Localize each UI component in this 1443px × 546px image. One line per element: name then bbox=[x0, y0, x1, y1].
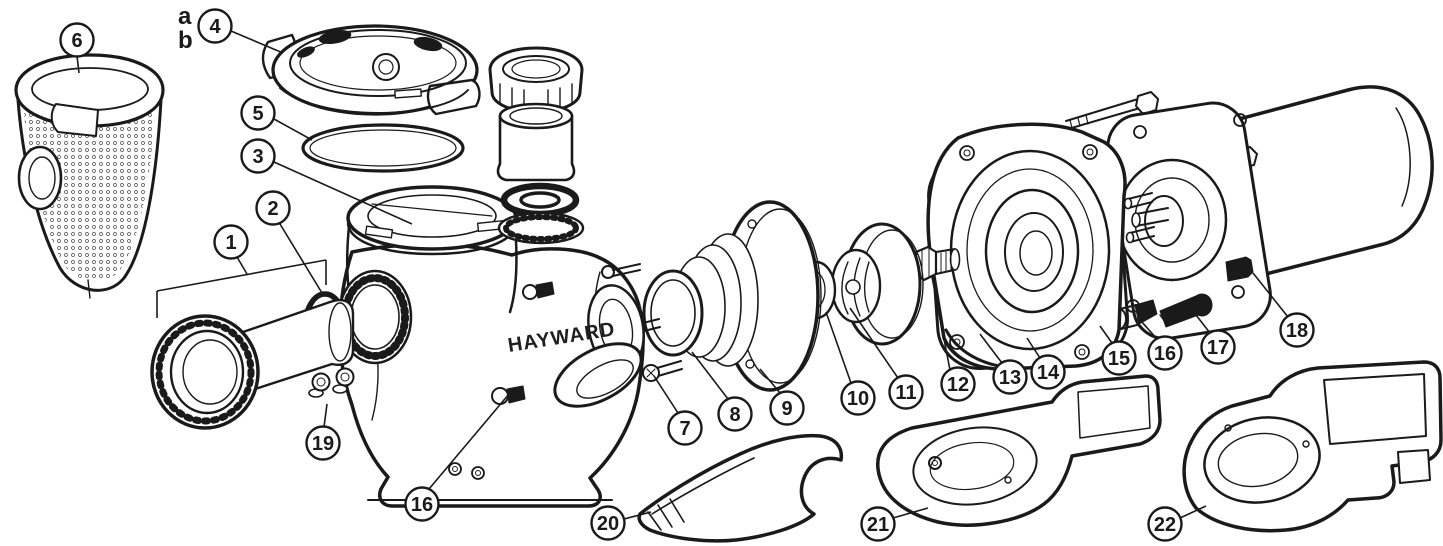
callout-11: 11 bbox=[849, 307, 924, 410]
svg-text:18: 18 bbox=[1286, 320, 1308, 342]
svg-text:7: 7 bbox=[679, 418, 690, 440]
svg-text:9: 9 bbox=[781, 398, 792, 420]
diffuser-drawing bbox=[642, 200, 822, 392]
callout-3: 3 bbox=[240, 138, 413, 225]
svg-text:3: 3 bbox=[252, 146, 263, 168]
callout-20: 20 bbox=[590, 505, 652, 541]
callout-22: 22 bbox=[1147, 505, 1207, 542]
callout-2: 2 bbox=[255, 190, 323, 294]
svg-text:5: 5 bbox=[252, 103, 263, 125]
callout-16b: 16 bbox=[1140, 320, 1183, 371]
svg-text:22: 22 bbox=[1154, 514, 1176, 536]
svg-text:20: 20 bbox=[597, 513, 619, 535]
pump-base-drawing bbox=[637, 433, 844, 543]
svg-text:13: 13 bbox=[999, 367, 1021, 389]
svg-text:11: 11 bbox=[895, 382, 916, 404]
lid-oring-drawing bbox=[301, 123, 465, 173]
lid-variant-label-b: b bbox=[178, 27, 193, 54]
callout-13: 13 bbox=[979, 333, 1028, 395]
impeller-drawing bbox=[830, 222, 924, 346]
motor-base-drawing bbox=[876, 374, 1162, 527]
svg-text:12: 12 bbox=[947, 374, 969, 396]
callout-8: 8 bbox=[691, 351, 753, 432]
callout-1: 1 bbox=[213, 224, 249, 275]
union-assembly-drawing bbox=[150, 298, 355, 430]
callout-17: 17 bbox=[1195, 314, 1236, 365]
callout-21: 21 bbox=[860, 506, 929, 542]
svg-text:15: 15 bbox=[1108, 348, 1130, 370]
svg-text:14: 14 bbox=[1037, 362, 1060, 384]
svg-text:4: 4 bbox=[209, 16, 221, 38]
lid-variant-label-a: a bbox=[178, 3, 192, 30]
callout-9: 9 bbox=[759, 368, 805, 426]
callout-12: 12 bbox=[931, 276, 976, 402]
pump-lid-drawing bbox=[261, 24, 481, 116]
callout-18: 18 bbox=[1252, 272, 1315, 348]
callout-1-bracket bbox=[156, 259, 327, 292]
pump-body-drawing: HAYWARD bbox=[338, 242, 645, 508]
housing-screws-drawing bbox=[308, 367, 355, 398]
svg-text:2: 2 bbox=[267, 198, 278, 220]
callout-5: 5 bbox=[240, 95, 313, 141]
svg-text:6: 6 bbox=[71, 30, 82, 52]
strainer-basket-drawing bbox=[14, 53, 165, 299]
inlet-collar-drawing bbox=[497, 211, 585, 245]
callout-15: 15 bbox=[1099, 325, 1137, 376]
tailpiece-oring-drawing bbox=[500, 182, 580, 218]
callout-16a: 16 bbox=[404, 393, 510, 522]
svg-text:19: 19 bbox=[312, 433, 334, 455]
union-nut-top-drawing bbox=[488, 46, 584, 114]
svg-text:16: 16 bbox=[1154, 343, 1176, 365]
callout-4: 4 bbox=[197, 8, 284, 54]
svg-text:10: 10 bbox=[847, 388, 869, 410]
callout-7: 7 bbox=[653, 375, 703, 446]
svg-text:16: 16 bbox=[411, 494, 433, 516]
union-tailpiece-top-drawing bbox=[496, 102, 576, 182]
svg-text:21: 21 bbox=[867, 514, 889, 536]
callout-19: 19 bbox=[305, 403, 341, 461]
callout-6: 6 bbox=[59, 22, 95, 74]
svg-text:17: 17 bbox=[1207, 337, 1229, 359]
svg-text:1: 1 bbox=[225, 232, 236, 254]
callout-10: 10 bbox=[825, 311, 876, 416]
base-cover-drawing bbox=[1182, 360, 1443, 533]
callout-14: 14 bbox=[1026, 337, 1066, 390]
seal-plate-drawing bbox=[926, 122, 1127, 371]
svg-text:8: 8 bbox=[729, 404, 740, 426]
motor-hardware-drawing bbox=[1111, 256, 1254, 330]
